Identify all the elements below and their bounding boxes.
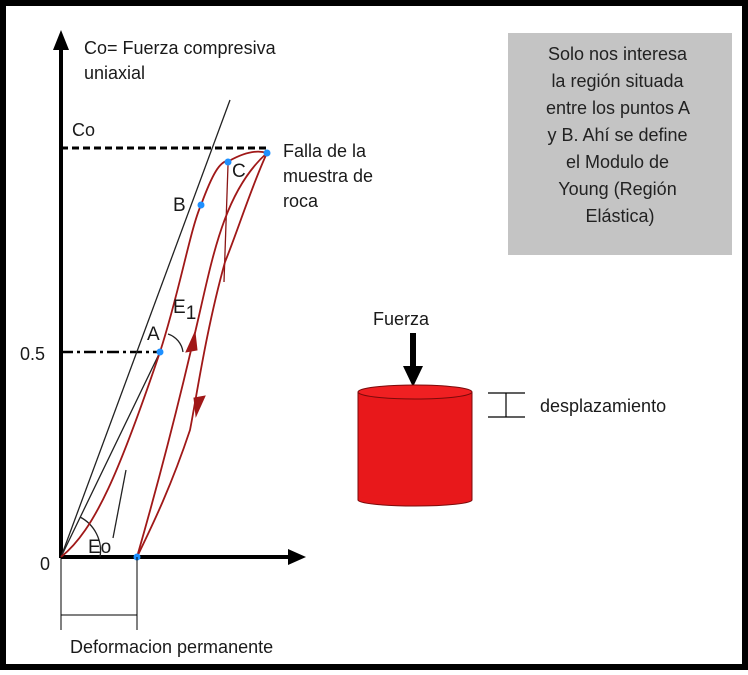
e1-letter: E — [173, 297, 186, 318]
point-c-label: C — [232, 161, 246, 182]
e1-subscript: 1 — [186, 303, 197, 324]
failure-label-line2: muestra de — [283, 166, 373, 186]
cylinder-body — [358, 392, 472, 500]
point-c-dot — [224, 158, 232, 166]
y-tick-zero: 0 — [40, 554, 50, 574]
note-line-3: entre los puntos A — [546, 98, 690, 118]
failure-label-line1: Falla de la — [283, 141, 367, 161]
x-axis-arrowhead — [288, 549, 306, 565]
point-b-label: B — [173, 195, 186, 216]
e0-angle-arc — [79, 516, 102, 558]
y-axis-caption-line2: uniaxial — [84, 63, 145, 83]
tangent-line-e1 — [60, 99, 231, 558]
unloading-curve — [136, 152, 268, 558]
reloading-curve — [136, 152, 268, 558]
point-b-dot — [197, 201, 205, 209]
note-line-1: Solo nos interesa — [548, 44, 688, 64]
y-tick-half: 0.5 — [20, 344, 45, 364]
e0-label: Eo — [88, 537, 111, 558]
x-caption: Deformacion permanente — [70, 637, 273, 657]
failure-point-dot — [263, 149, 271, 157]
cylinder-top — [357, 384, 473, 400]
note-text: Solo nos interesa la región situada entr… — [546, 44, 694, 226]
e1-angle-arc — [167, 333, 184, 353]
note-line-4: y B. Ahí se define — [547, 125, 687, 145]
note-line-5: el Modulo de — [566, 152, 669, 172]
note-line-7: Elástica) — [585, 206, 654, 226]
failure-label-line3: roca — [283, 191, 319, 211]
rock-sample-cylinder — [357, 384, 473, 507]
displacement-label: desplazamiento — [540, 396, 666, 416]
up-arrow-mark — [185, 330, 198, 353]
y-tick-co: Co — [72, 120, 95, 140]
force-arrow-head — [403, 366, 423, 387]
loading-curve — [60, 150, 268, 558]
e1-label: E1 — [173, 297, 196, 324]
e0-tick-line — [112, 469, 127, 539]
y-axis-caption-line1: Co= Fuerza compresiva — [84, 38, 277, 58]
note-line-6: Young (Región — [558, 179, 676, 199]
cylinder-bottom — [358, 494, 472, 506]
y-axis-arrowhead — [53, 30, 69, 50]
note-line-2: la región situada — [551, 71, 684, 91]
note-box — [508, 33, 732, 255]
force-label: Fuerza — [373, 309, 430, 329]
secant-line-a — [60, 351, 161, 558]
cylinder-bottom-edge — [357, 499, 473, 507]
point-a-label: A — [147, 324, 160, 345]
point-a-dot — [156, 348, 164, 356]
down-arrow-mark — [193, 395, 206, 418]
